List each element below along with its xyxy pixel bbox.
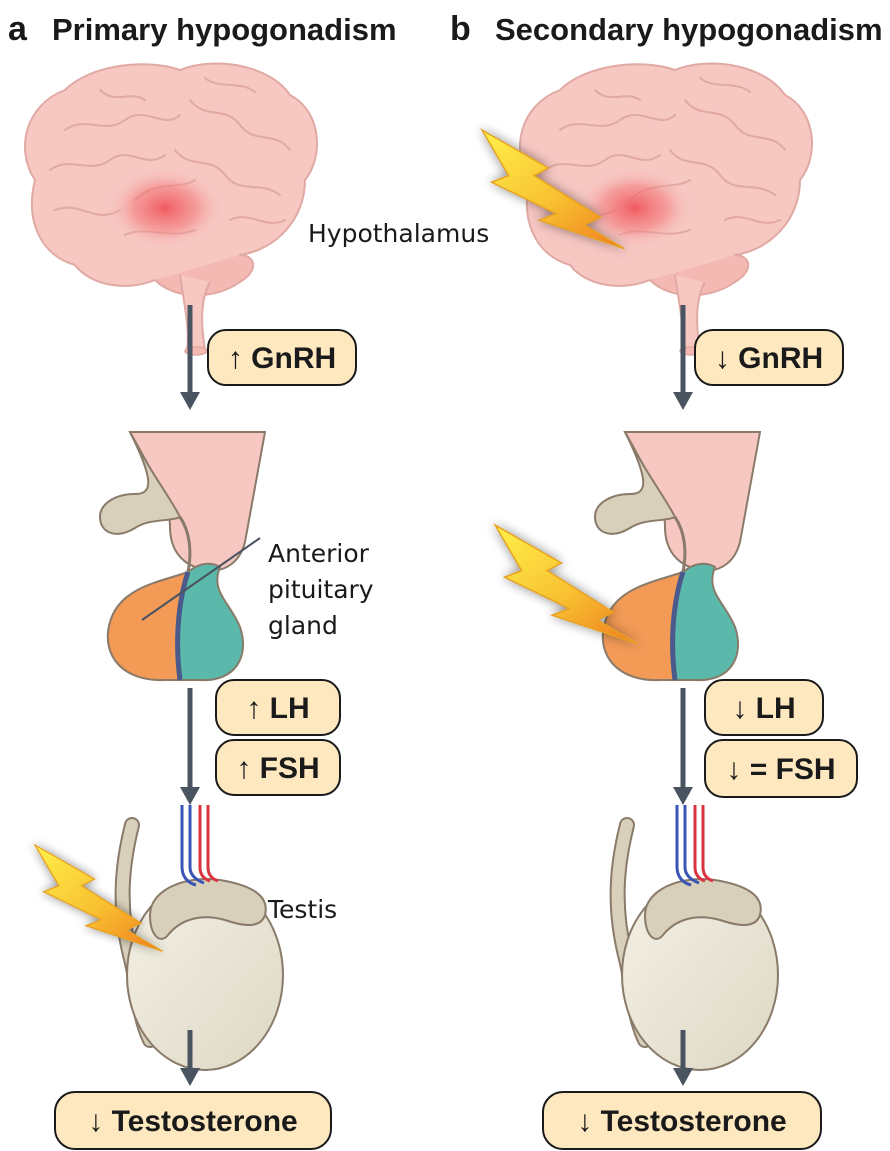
pituitary-b-illustration xyxy=(595,432,760,680)
pituitary-a-illustration xyxy=(100,432,265,680)
pituitary-label-line3: gland xyxy=(268,611,338,640)
gnrh-a-label: ↑ GnRH xyxy=(228,342,336,375)
lh-a-label: ↑ LH xyxy=(246,692,309,725)
arrow-b-2 xyxy=(673,688,693,805)
panel-b-title: Secondary hypogonadism xyxy=(495,12,883,47)
testis-b-illustration xyxy=(618,805,778,1070)
hypothalamus-a-glow xyxy=(107,168,223,248)
gnrh-b-label: ↓ GnRH xyxy=(715,342,823,375)
fsh-b-label: ↓ = FSH xyxy=(726,753,835,786)
panel-a-letter: a xyxy=(8,10,28,48)
arrow-a-2 xyxy=(180,688,200,805)
brain-a-illustration xyxy=(25,64,317,355)
pituitary-label-line1: Anterior xyxy=(268,539,370,568)
panel-b: ↓ GnRH ↓ LH ↓ = FSH ↓ Testosterone xyxy=(482,64,857,1149)
fsh-a-label: ↑ FSH xyxy=(236,752,319,785)
pituitary-label-line2: pituitary xyxy=(268,575,374,604)
testosterone-a-label: ↓ Testosterone xyxy=(88,1105,298,1138)
testis-a-illustration xyxy=(123,805,283,1070)
panel-a-title: Primary hypogonadism xyxy=(52,12,397,47)
panel-b-letter: b xyxy=(450,10,471,48)
hypothalamus-label: Hypothalamus xyxy=(308,219,489,248)
testosterone-b-label: ↓ Testosterone xyxy=(577,1105,787,1138)
panel-a: ↑ GnRH ↑ LH ↑ FSH ↓ Testosterone xyxy=(25,64,356,1149)
lh-b-label: ↓ LH xyxy=(732,692,795,725)
testis-label: Testis xyxy=(267,895,337,924)
